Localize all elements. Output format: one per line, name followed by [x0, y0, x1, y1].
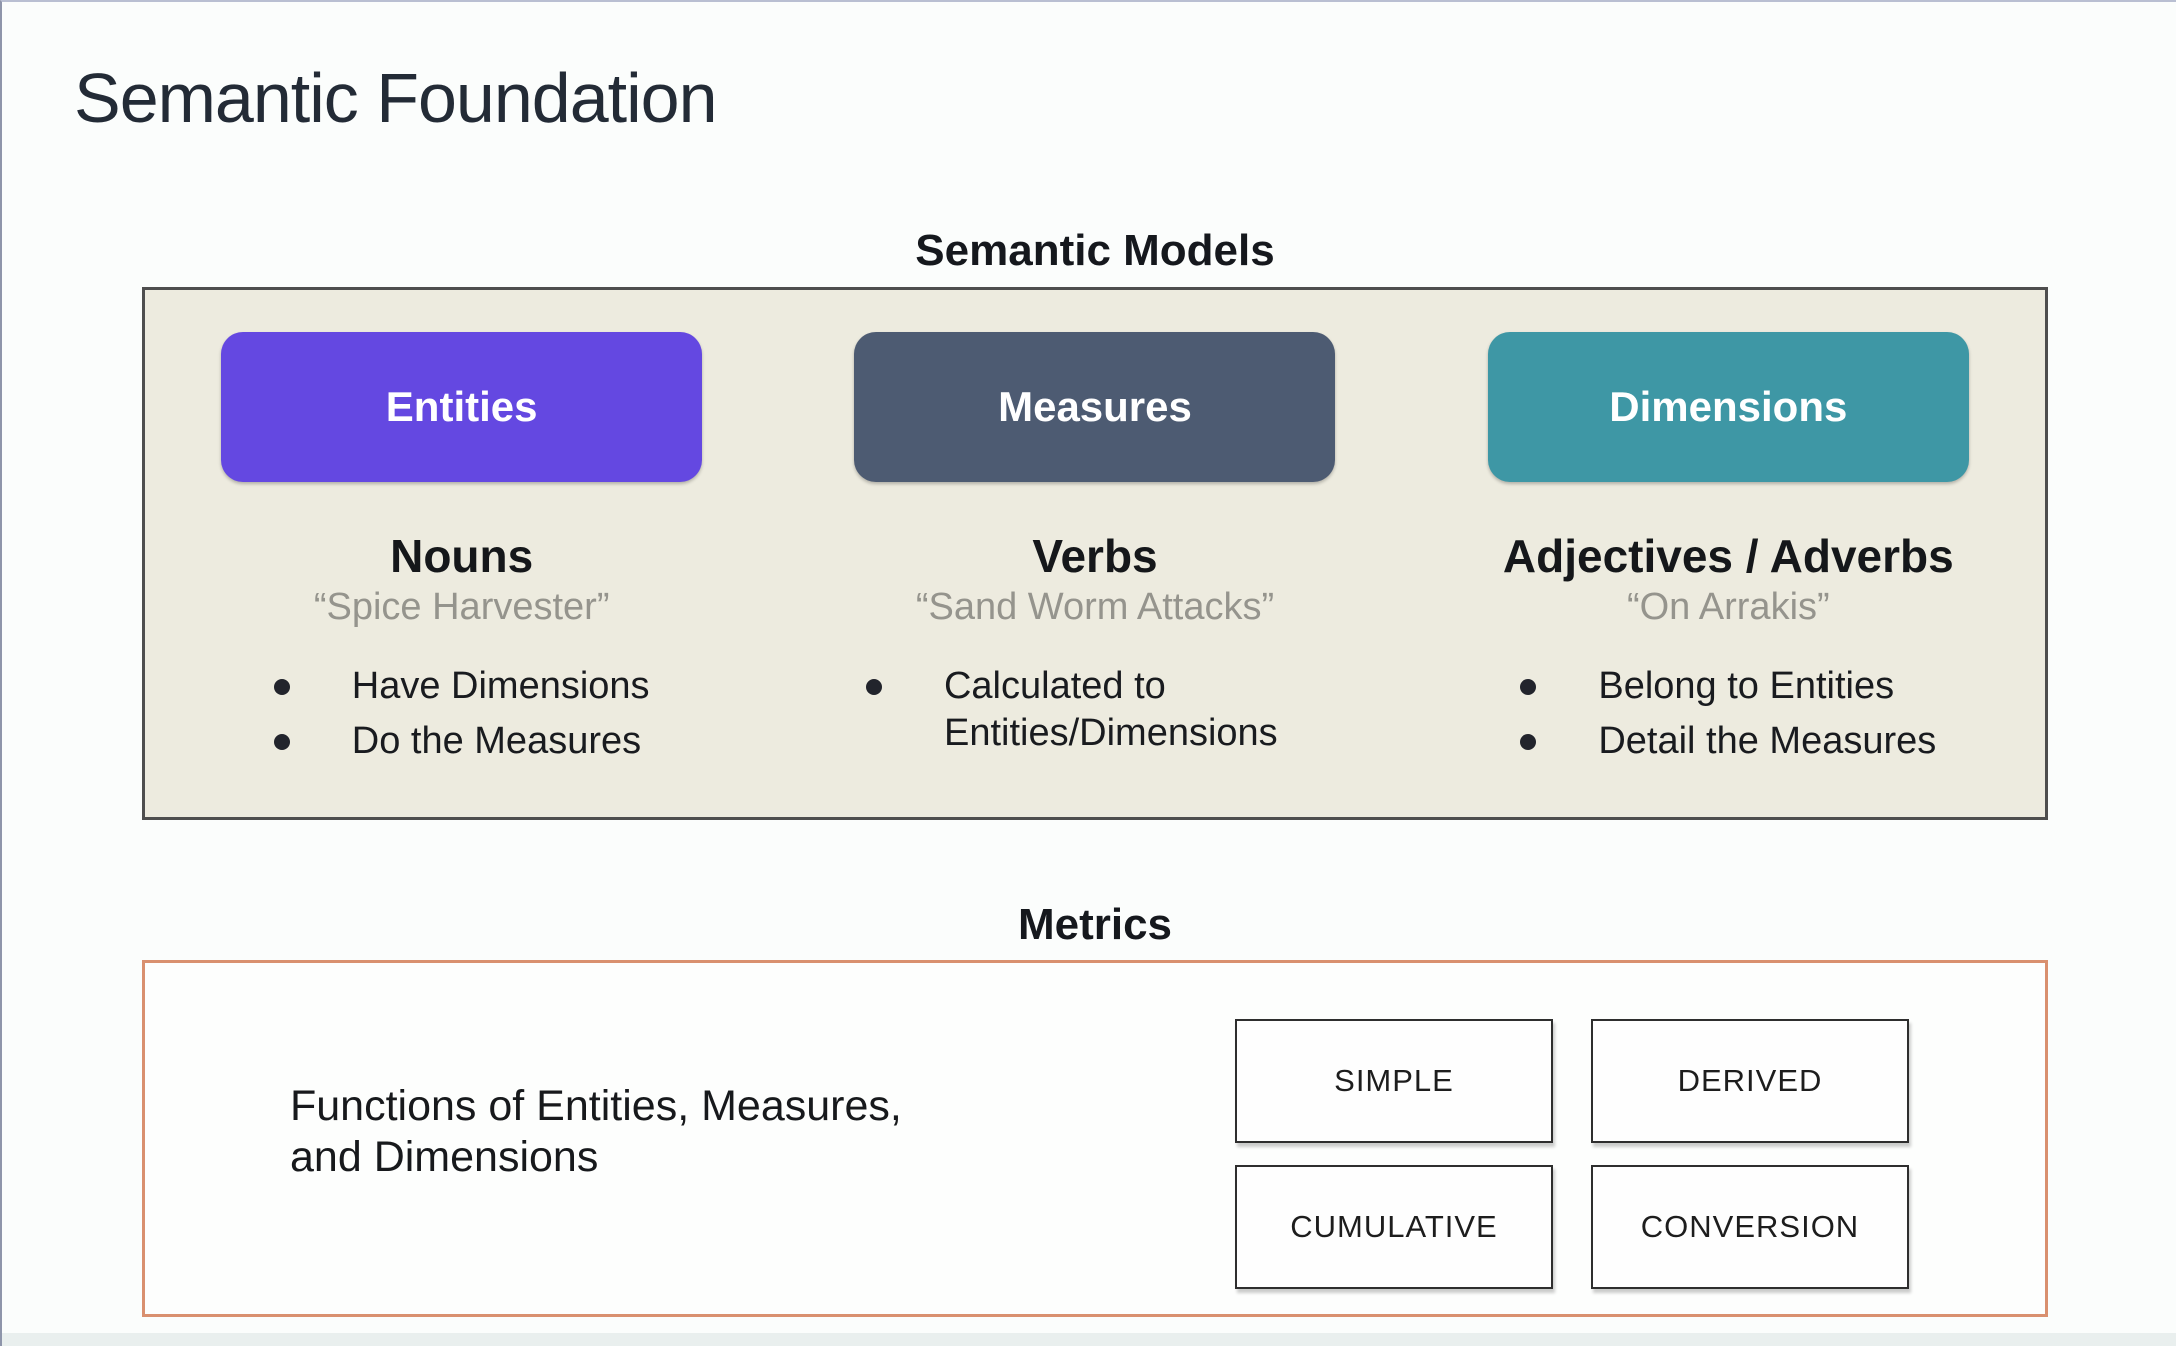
- bullet-item: Do the Measures: [273, 718, 650, 764]
- bullet-dot: [273, 733, 290, 750]
- measures-role-label: Verbs: [1032, 530, 1158, 582]
- entities-pill-label: Entities: [385, 383, 538, 430]
- model-column-dimensions: Dimensions Adjectives / Adverbs “On Arra…: [1412, 290, 2045, 817]
- bottom-edge-strip: [2, 1333, 2176, 1346]
- dimensions-pill: Dimensions: [1487, 332, 1969, 482]
- measures-pill: Measures: [854, 332, 1336, 482]
- dimensions-bullet-list: Belong to Entities Detail the Measures: [1520, 663, 1936, 772]
- bullet-dot: [865, 679, 882, 696]
- metric-types-grid: SIMPLE DERIVED CUMULATIVE CONVERSION: [1235, 1019, 1909, 1289]
- bullet-dot: [1520, 679, 1537, 696]
- dimensions-role-label: Adjectives / Adverbs: [1502, 530, 1954, 582]
- metrics-heading: Metrics: [1017, 900, 1173, 949]
- bullet-dot: [1520, 733, 1537, 750]
- entities-bullet-list: Have Dimensions Do the Measures: [273, 663, 650, 772]
- bullet-item: Have Dimensions: [273, 663, 650, 709]
- dimensions-example-quote: “On Arrakis”: [1626, 586, 1830, 629]
- entities-pill: Entities: [221, 332, 703, 482]
- model-column-entities: Entities Nouns “Spice Harvester” Have Di…: [145, 290, 778, 817]
- bullet-dot: [273, 679, 290, 696]
- metrics-description: Functions of Entities, Measures, and Dim…: [290, 1082, 902, 1181]
- entities-role-label: Nouns: [390, 530, 534, 582]
- metric-type-derived: DERIVED: [1591, 1019, 1909, 1143]
- entities-example-quote: “Spice Harvester”: [313, 586, 610, 629]
- measures-pill-label: Measures: [998, 383, 1192, 430]
- dimensions-pill-label: Dimensions: [1609, 383, 1848, 430]
- metric-type-conversion: CONVERSION: [1591, 1165, 1909, 1289]
- metrics-box: Functions of Entities, Measures, and Dim…: [142, 960, 2048, 1317]
- bullet-item: Detail the Measures: [1520, 718, 1936, 764]
- metric-type-conversion-label: CONVERSION: [1640, 1209, 1860, 1244]
- measures-example-quote: “Sand Worm Attacks”: [915, 586, 1275, 629]
- slide-title: Semantic Foundation: [74, 59, 718, 137]
- metric-type-cumulative-label: CUMULATIVE: [1290, 1209, 1498, 1244]
- bullet-item: Calculated to Entities/Dimensions: [865, 663, 1324, 756]
- metric-type-derived-label: DERIVED: [1677, 1063, 1823, 1098]
- semantic-models-heading: Semantic Models: [915, 226, 1275, 275]
- measures-bullet-list: Calculated to Entities/Dimensions: [865, 663, 1324, 764]
- metric-type-simple-label: SIMPLE: [1334, 1063, 1454, 1098]
- bullet-item: Belong to Entities: [1520, 663, 1936, 709]
- metric-type-cumulative: CUMULATIVE: [1235, 1165, 1553, 1289]
- metric-type-simple: SIMPLE: [1235, 1019, 1553, 1143]
- model-column-measures: Measures Verbs “Sand Worm Attacks” Calcu…: [778, 290, 1411, 817]
- semantic-models-box: Entities Nouns “Spice Harvester” Have Di…: [142, 287, 2048, 820]
